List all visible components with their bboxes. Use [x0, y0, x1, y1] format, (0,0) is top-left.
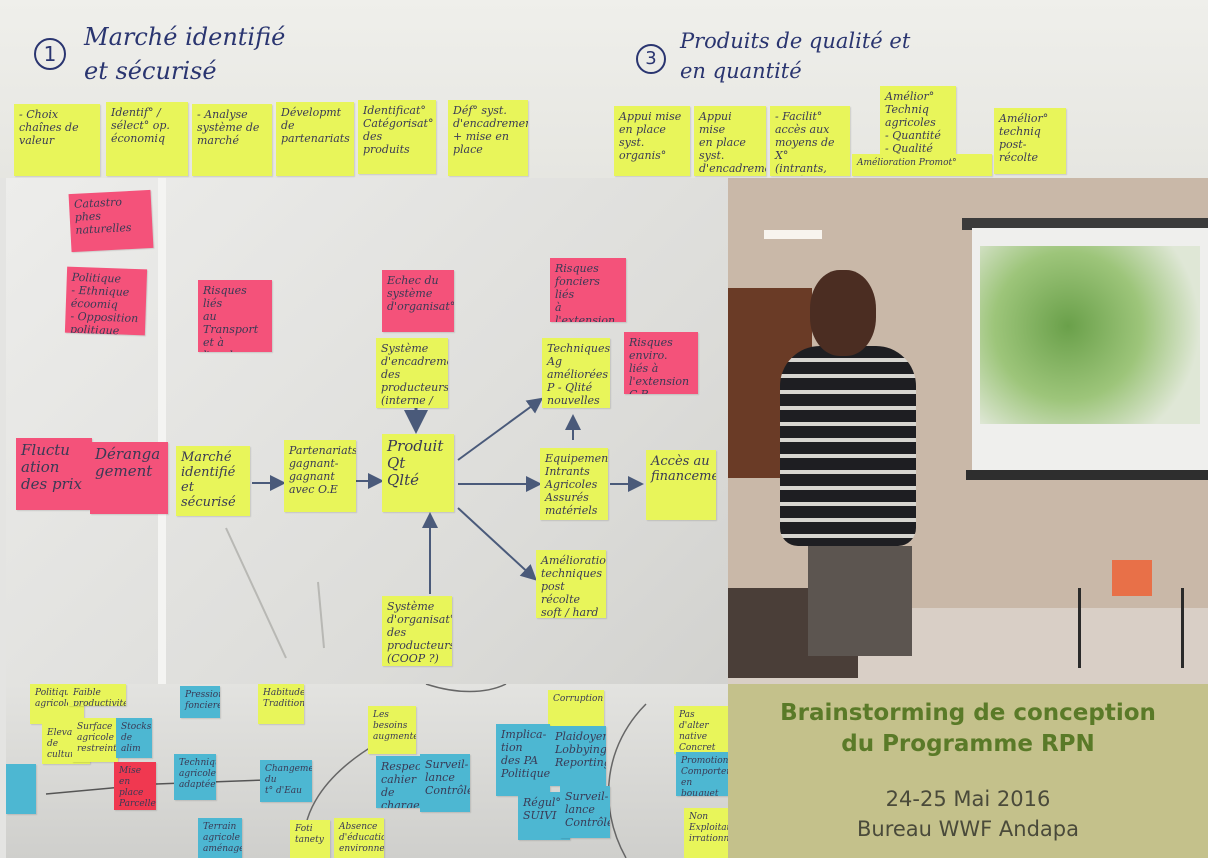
projection-screen-bar — [966, 470, 1208, 480]
arrow-diagram — [225, 396, 644, 659]
bottom-note-faible-productivite: Faible productivité — [68, 684, 126, 706]
arrow-produit-to-techniques — [457, 397, 544, 461]
note-techniques-agricoles: Techniques Ag améliorées P - Qlité nouve… — [542, 338, 610, 408]
screen-tripod — [1078, 588, 1184, 668]
presenter-legs — [808, 546, 912, 656]
top-note-definition-systeme: Déf° syst. d'encadrement + mise en place — [448, 100, 528, 176]
bottom-note-terrain-agricole: Terrain agricole aménagé — [198, 818, 242, 858]
bottom-note-mise-en-place: Mise en place Parcelle de culture — [114, 762, 156, 810]
note-catastrophes: Catastro phes naturelles — [68, 189, 154, 253]
heading-marche-identifie: Marché identifié et sécurisé — [84, 23, 286, 85]
note-amelioration-post-recolte: Amélioration techniques post récolte sof… — [536, 550, 606, 618]
caption-place: Bureau WWF Andapa — [856, 817, 1080, 841]
bottom-note-surveillance-2: Surveil- lance Contrôle — [560, 786, 610, 838]
note-systeme-organisation: Système d'organisat° des producteurs (CO… — [382, 596, 452, 666]
caption-details: 24-25 Mai 2016 Bureau WWF Andapa — [728, 784, 1208, 844]
board-edge — [158, 178, 166, 684]
top-flipchart-strip: 1 Marché identifié et sécurisé 3 Produit… — [0, 0, 1208, 178]
bottom-note-left-edge — [6, 764, 36, 814]
note-partenariats: Partenariats gagnant-gagnant avec O.E — [284, 440, 356, 512]
bottom-note-corruption: Corruption — [548, 690, 604, 730]
top-note-appui-encadrement: Appui mise en place syst. d'encadrement — [694, 106, 766, 176]
top-note-amelioration-promotion: Amélioration Promot° — [852, 154, 992, 176]
note-risques-enviro: Risques enviro. liés à l'extension C.R — [624, 332, 698, 394]
top-note-identification-categorisation: Identificat° Catégorisat° des produits — [358, 100, 436, 174]
problem-tree-board: Catastro phes naturelles Politique - Eth… — [6, 178, 728, 684]
bottom-note-surveillance-1: Surveil- lance Contrôle — [420, 754, 470, 812]
heading-number-3: 3 — [636, 44, 666, 74]
presenter-striped-sweater — [780, 346, 916, 546]
faint-arrow-mid — [317, 581, 325, 649]
top-note-analyse-systeme: - Analyse système de marché — [192, 104, 272, 176]
projected-map-image — [980, 246, 1200, 424]
presenter-head — [810, 270, 876, 356]
caption-date: 24-25 Mai 2016 — [885, 787, 1051, 811]
bottom-note-stocks: Stocks de alim — [116, 718, 152, 758]
bottom-note-pas-alternative: Pas d'alter native Concret — [674, 706, 728, 754]
top-note-amelioration-post-recolte: Amélior° techniq post-récolte — [994, 108, 1066, 174]
bottom-note-changement-eau: Changement du t° d'Eau — [260, 760, 312, 802]
ceiling-light — [764, 230, 822, 239]
note-marche-identifie: Marché identifié et sécurisé — [176, 446, 250, 516]
note-echec-systeme: Echec du système d'organisat° — [382, 270, 454, 332]
bottom-note-surface: Surface agricole restreinte — [72, 718, 118, 762]
caption-title: Brainstorming de conception du Programme… — [728, 698, 1208, 760]
bottom-note-implication: Implica- tion des PA Politiques — [496, 724, 550, 796]
bottom-note-foti-tanety: Foti tanety — [290, 820, 330, 858]
caption-title-line1: Brainstorming de conception — [780, 700, 1156, 726]
bottom-note-non-exploitation: Non Exploitation irrationnelle — [684, 808, 728, 858]
bottom-note-promotion: Promotion Comportement en bouquet — [676, 752, 728, 796]
faint-arrow-left — [225, 527, 287, 659]
note-equipements: Equipements Intrants Agricoles Assurés m… — [540, 448, 608, 520]
bottom-note-besoins: Les besoins augmentent — [368, 706, 416, 754]
orange-bin — [1112, 560, 1152, 596]
heading-produits-qualite: Produits de qualité et en quantité — [680, 29, 911, 83]
bottom-note-respect-cahier: Respect cahier de charge — [376, 756, 426, 808]
caption-title-line2: du Programme RPN — [841, 731, 1095, 757]
note-systeme-encadrement: Système d'encadrement des producteurs (i… — [376, 338, 448, 408]
bottom-note-plaidoyer: Plaidoyer Lobbying Reporting — [550, 726, 606, 786]
note-risques-fonciers: Risques fonciers liés à l'extension CR — [550, 258, 626, 322]
arrow-produit-to-post-recolte — [457, 507, 537, 581]
note-risques-transport: Risques liés au Transport et à l'enclave… — [198, 280, 272, 352]
top-note-developpement-partenariats: Dévelopmt de partenariats — [276, 102, 354, 176]
top-note-appui-organisation: Appui mise en place syst. organis° — [614, 106, 690, 176]
caption-panel: Brainstorming de conception du Programme… — [728, 684, 1208, 858]
note-politique: Politique - Ethnique écoomiq - Oppositio… — [64, 266, 148, 336]
top-note-facilitation-acces: - Facilit° accès aux moyens de X° (intra… — [770, 106, 850, 176]
projection-screen-case — [962, 218, 1208, 230]
presenter-photo — [728, 178, 1208, 684]
top-note-choix-chaines: - Choix chaînes de valeur — [14, 104, 100, 176]
note-acces-financement: Accès au financement — [646, 450, 716, 520]
bottom-note-technique-agricole: Technique agricole adaptée — [174, 754, 216, 800]
bottom-flipchart: Politique agricole Faible productivité P… — [6, 684, 728, 858]
heading-number-1: 1 — [34, 38, 66, 70]
note-produit-qlte: Produit Qt Qlté — [382, 434, 454, 512]
note-derangement: Déranga gement — [90, 442, 168, 514]
bottom-note-absence-education: Absence d'éducation environnementale — [334, 818, 384, 858]
note-fluctuation-prix: Fluctu ation des prix — [16, 438, 92, 510]
top-note-amelioration-techniques: Amélior° Techniq agricoles - Quantité - … — [880, 86, 956, 156]
top-note-identif-select: Identif° / sélect° op. économiq — [106, 102, 188, 176]
bottom-note-habitude: Habitude Tradition — [258, 684, 304, 724]
bottom-note-pression-fonciere: Pression fonciere — [180, 686, 220, 718]
